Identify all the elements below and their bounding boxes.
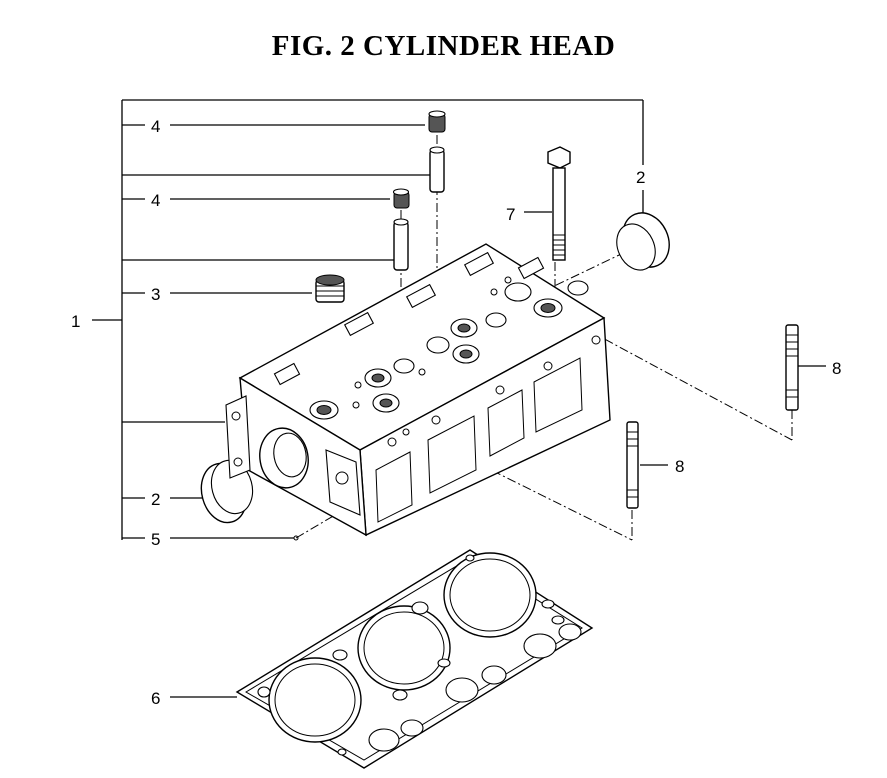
callout-label: 4: [151, 117, 160, 136]
assembly-bracket-1: [92, 99, 644, 540]
callout-label: 8: [832, 359, 841, 378]
callout-label: 1: [71, 312, 80, 331]
cup-plug-left: [200, 459, 254, 524]
stud-right: [785, 324, 799, 411]
callout-7: 7: [506, 205, 552, 224]
callout-label: 2: [151, 490, 160, 509]
callout-6: 6: [151, 689, 237, 708]
callout-label: 6: [151, 689, 160, 708]
valve-seal-top: [428, 110, 446, 193]
callout-label: 8: [675, 457, 684, 476]
callout-label: 5: [151, 530, 160, 549]
callout-3: 3: [122, 285, 312, 304]
callout-label: 4: [151, 191, 160, 210]
head-gasket: [235, 549, 594, 769]
callout-8-mid: 8: [640, 457, 684, 476]
callout-label: 7: [506, 205, 515, 224]
callout-label: 2: [636, 168, 645, 187]
callout-5: 5: [122, 530, 299, 549]
callout-label: 3: [151, 285, 160, 304]
callout-2-left: 2: [122, 490, 202, 509]
cup-plug-top: [616, 212, 670, 271]
figure-title: FIG. 2 CYLINDER HEAD: [271, 30, 616, 62]
callout-4-top: 4: [122, 117, 425, 136]
callout-8-right: 8: [798, 359, 841, 378]
plug-part: [315, 274, 345, 303]
stud-mid: [626, 421, 639, 509]
callout-4-mid: 4: [122, 191, 390, 210]
callout-1: 1: [71, 312, 80, 331]
valve-seal-mid: [392, 188, 410, 271]
callout-2-top: 2: [636, 168, 645, 215]
cylinder-head-body: [225, 243, 611, 537]
bolt-part: [547, 146, 571, 261]
